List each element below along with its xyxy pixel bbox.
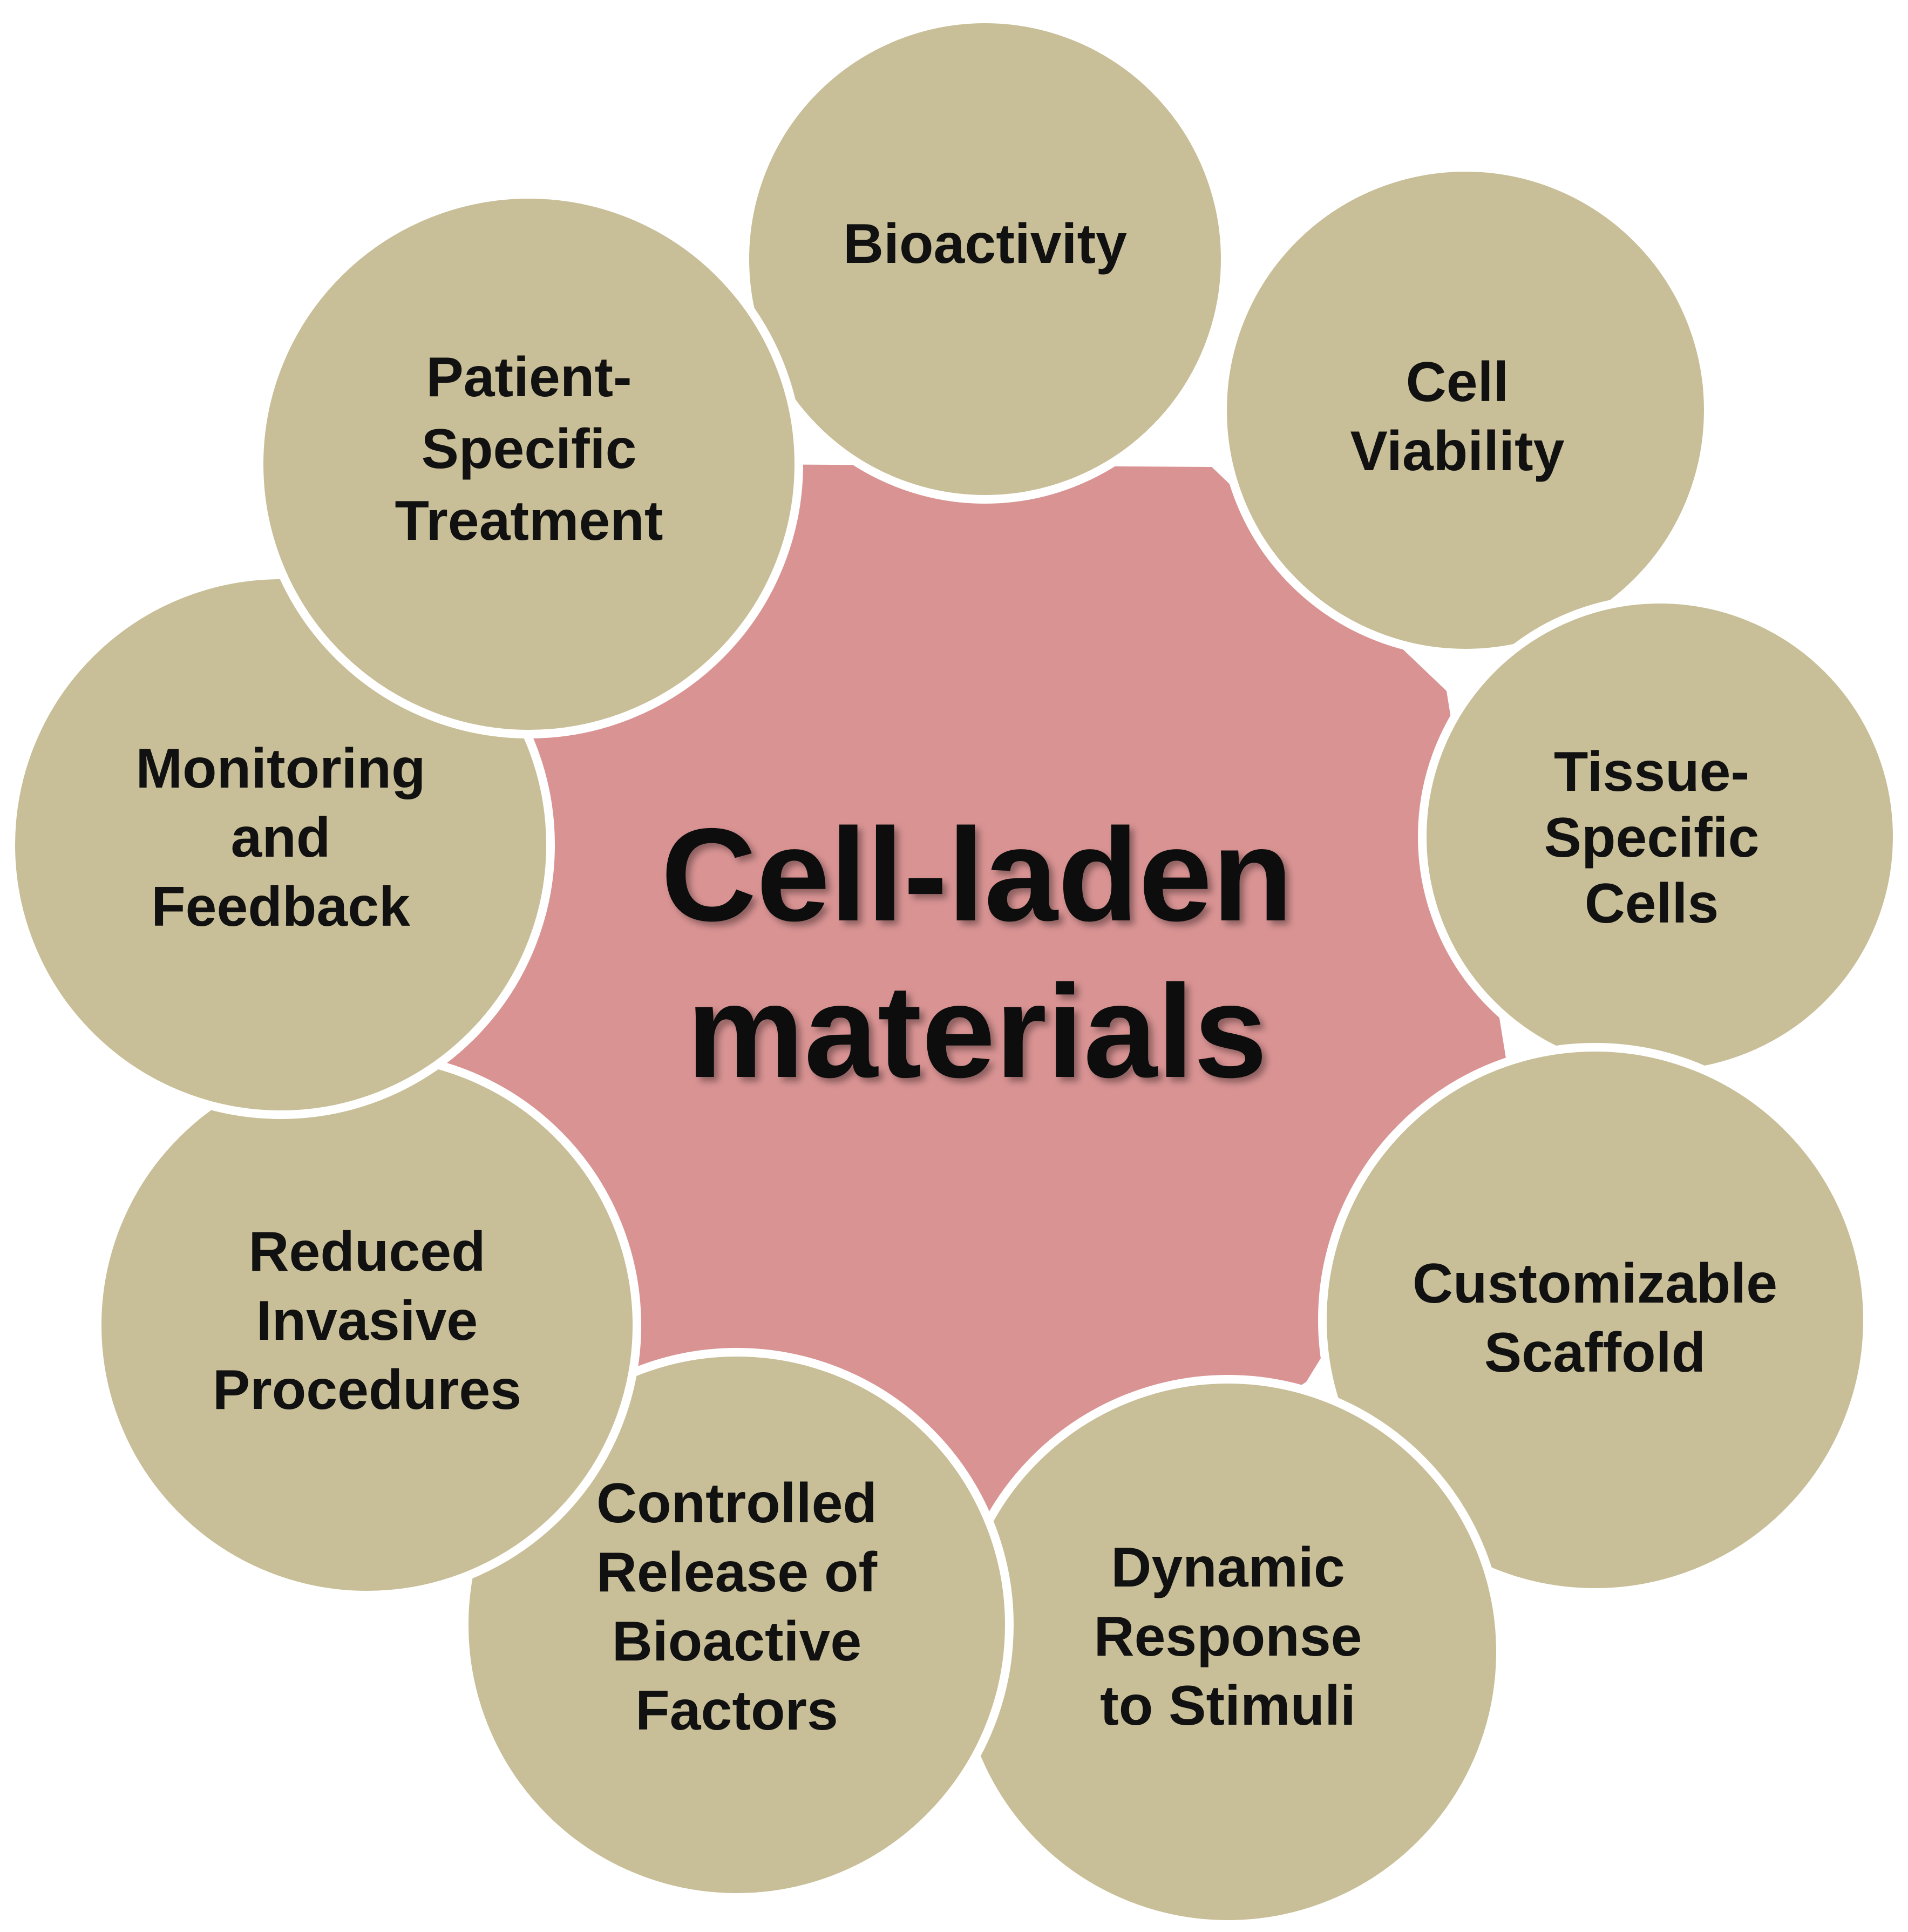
petal-label-line: Viability xyxy=(1350,420,1565,483)
petal-label-line: Patient- xyxy=(426,346,632,409)
petal-label-line: Tissue- xyxy=(1554,741,1749,803)
petal-label-line: Response xyxy=(1094,1605,1362,1668)
petal-label-line: Cells xyxy=(1585,872,1719,935)
center-title-line: materials xyxy=(687,957,1267,1105)
petal-label-line: Specific xyxy=(422,418,637,480)
petal-label-line: Bioactive xyxy=(612,1610,861,1673)
petal-label-line: and xyxy=(231,806,331,869)
petal-label-line: Procedures xyxy=(213,1359,521,1421)
petal-circle-controlled-release xyxy=(460,1348,1014,1902)
petal-label-line: Specific xyxy=(1544,806,1760,869)
petal-label-line: to Stimuli xyxy=(1100,1675,1356,1737)
petal-circle-patient-specific-treatment xyxy=(255,190,803,738)
center-title-line: Cell-laden xyxy=(661,801,1293,948)
petal-circle-bioactivity xyxy=(741,15,1230,504)
petal-circle-cell-viability xyxy=(1218,163,1713,657)
petal-label-line: Reduced xyxy=(248,1221,485,1283)
center-star-layer xyxy=(378,464,1506,1592)
petal-label-line: Feedback xyxy=(151,876,410,938)
petal-circles-layer xyxy=(6,15,1902,1929)
petal-label-line: Treatment xyxy=(395,490,663,552)
petal-label-line: Factors xyxy=(635,1679,838,1742)
petal-label-line: Cell xyxy=(1406,351,1509,413)
petal-label-line: Bioactivity xyxy=(843,213,1127,275)
petal-label-line: Monitoring xyxy=(135,737,425,800)
petal-label-bioactivity: Bioactivity xyxy=(843,213,1127,275)
petal-label-line: Invasive xyxy=(256,1290,478,1352)
petal-label-line: Release of xyxy=(596,1541,878,1604)
petal-circle-customizable-scaffold xyxy=(1318,1043,1872,1597)
petal-label-line: Controlled xyxy=(596,1472,877,1535)
petal-label-line: Customizable xyxy=(1413,1252,1777,1315)
petal-label-line: Scaffold xyxy=(1484,1321,1706,1384)
petal-label-line: Dynamic xyxy=(1111,1536,1345,1599)
center-core-shape xyxy=(483,497,1455,1468)
